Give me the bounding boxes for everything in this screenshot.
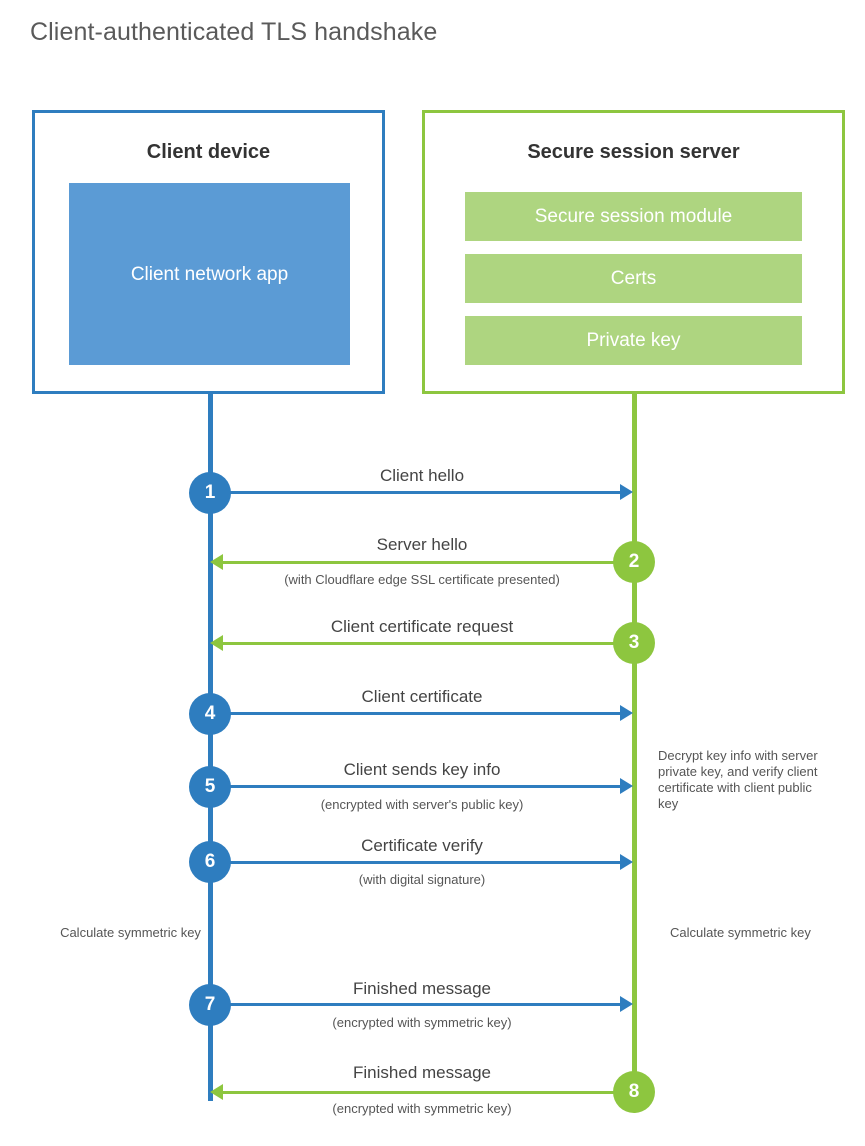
step-6-sublabel: (with digital signature) — [358, 872, 486, 887]
step-1-arrow-head — [620, 484, 633, 500]
page-title: Client-authenticated TLS handshake — [30, 18, 438, 46]
step-1-badge: 1 — [189, 472, 231, 514]
step-2-sublabel: (with Cloudflare edge SSL certificate pr… — [284, 572, 560, 587]
step-8-arrow-head — [210, 1084, 223, 1100]
server-component-certs: Certs — [465, 254, 802, 303]
step-7-sublabel: (encrypted with symmetric key) — [332, 1015, 512, 1030]
step-3-arrow-head — [210, 635, 223, 651]
server-calculate-symmetric-key-annotation: Calculate symmetric key — [670, 925, 811, 940]
client-lifeline — [208, 394, 213, 1101]
step-6-arrow-line — [210, 861, 620, 864]
step-5-arrow-line — [210, 785, 620, 788]
secure-session-server-box: Secure session server Secure session mod… — [422, 110, 845, 394]
server-component-private-key: Private key — [465, 316, 802, 365]
step-8-arrow-line — [223, 1091, 633, 1094]
secure-session-server-title: Secure session server — [527, 141, 740, 163]
step-8-badge: 8 — [613, 1071, 655, 1113]
step-2-badge: 2 — [613, 541, 655, 583]
step-7-label: Finished message — [353, 979, 491, 998]
step-4-badge: 4 — [189, 693, 231, 735]
step-6-label: Certificate verify — [361, 836, 483, 855]
step-1-arrow-line — [210, 491, 620, 494]
step-4-arrow-head — [620, 705, 633, 721]
step-3-arrow-line — [223, 642, 633, 645]
step-5-sublabel: (encrypted with server's public key) — [320, 797, 524, 812]
client-device-box: Client device Client network app — [32, 110, 385, 394]
step-7-badge: 7 — [189, 984, 231, 1026]
step-4-label: Client certificate — [361, 687, 483, 706]
step-3-badge: 3 — [613, 622, 655, 664]
step-7-arrow-head — [620, 996, 633, 1012]
step-3-label: Client certificate request — [330, 617, 514, 636]
step-2-arrow-line — [223, 561, 633, 564]
client-device-title: Client device — [146, 141, 271, 163]
step-6-arrow-head — [620, 854, 633, 870]
step-5-label: Client sends key info — [343, 760, 501, 779]
server-decrypt-annotation: Decrypt key info with server private key… — [658, 748, 818, 811]
step-5-arrow-head — [620, 778, 633, 794]
step-2-arrow-head — [210, 554, 223, 570]
step-4-arrow-line — [210, 712, 620, 715]
step-6-badge: 6 — [189, 841, 231, 883]
step-1-label: Client hello — [379, 466, 465, 485]
step-5-badge: 5 — [189, 766, 231, 808]
server-lifeline — [632, 394, 637, 1093]
client-network-app-block: Client network app — [69, 183, 350, 365]
step-8-sublabel: (encrypted with symmetric key) — [332, 1101, 512, 1116]
client-calculate-symmetric-key-annotation: Calculate symmetric key — [60, 925, 201, 940]
step-7-arrow-line — [210, 1003, 620, 1006]
step-2-label: Server hello — [376, 535, 468, 554]
step-8-label: Finished message — [353, 1063, 491, 1082]
server-component-secure-session-module: Secure session module — [465, 192, 802, 241]
